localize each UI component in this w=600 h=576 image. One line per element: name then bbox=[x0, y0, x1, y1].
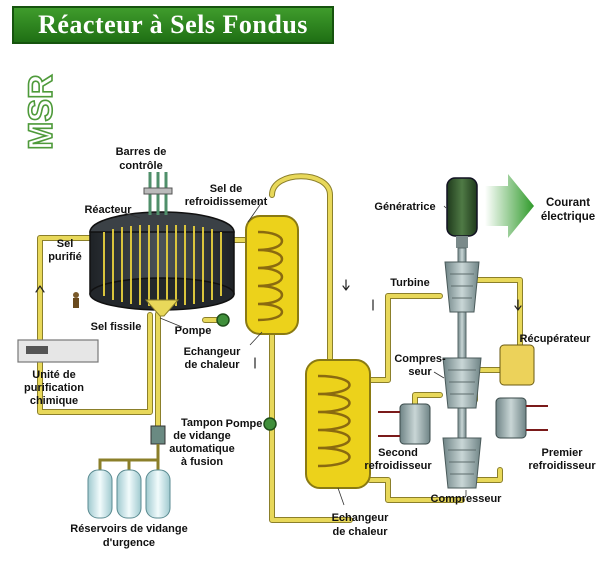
label-sel-purifie-2: purifié bbox=[48, 251, 82, 263]
label-compresseur-top-1: Compres- bbox=[394, 353, 446, 365]
page-title: Réacteur à Sels Fondus bbox=[12, 6, 334, 44]
label-pompe-1: Pompe bbox=[175, 325, 212, 337]
svg-text:de vidange: de vidange bbox=[173, 430, 230, 442]
label-echangeur-1a: Echangeur bbox=[184, 346, 242, 358]
svg-text:Récupérateur: Récupérateur bbox=[520, 333, 592, 345]
label-sel-purifie-1: Sel bbox=[57, 238, 74, 250]
drain-tanks bbox=[87, 444, 171, 519]
svg-text:chimique: chimique bbox=[30, 395, 78, 407]
label-unite-1: Unité de bbox=[32, 369, 75, 381]
svg-text:Compres-: Compres- bbox=[394, 353, 446, 365]
freeze-plug bbox=[150, 425, 166, 445]
reactor-vessel bbox=[89, 172, 235, 317]
svg-text:d'urgence: d'urgence bbox=[103, 537, 155, 549]
svg-text:Réacteur: Réacteur bbox=[84, 204, 132, 216]
svg-text:de chaleur: de chaleur bbox=[184, 359, 240, 371]
purification-unit bbox=[17, 339, 99, 363]
svg-text:Unité de: Unité de bbox=[32, 369, 75, 381]
svg-text:seur: seur bbox=[408, 366, 432, 378]
label-barres-2: contrôle bbox=[119, 160, 162, 172]
label-second-2: refroidisseur bbox=[364, 460, 432, 472]
pump-secondary-icon bbox=[263, 417, 277, 431]
svg-text:Tampon: Tampon bbox=[181, 417, 223, 429]
label-sel-refroid-2: refroidissement bbox=[185, 196, 268, 208]
label-courant-2: électrique bbox=[541, 211, 595, 223]
svg-text:Pompe: Pompe bbox=[175, 325, 212, 337]
label-pompe-2: Pompe bbox=[226, 418, 263, 430]
label-premier-2: refroidisseur bbox=[528, 460, 596, 472]
svg-text:Sel: Sel bbox=[57, 238, 74, 250]
svg-text:refroidissement: refroidissement bbox=[185, 196, 268, 208]
label-tampon-1: Tampon bbox=[181, 417, 223, 429]
svg-text:Pompe: Pompe bbox=[226, 418, 263, 430]
label-echangeur-1b: de chaleur bbox=[184, 359, 240, 371]
first-cooler bbox=[495, 397, 548, 439]
label-tampon-3: automatique bbox=[169, 443, 234, 455]
label-sel-refroid-1: Sel de bbox=[210, 183, 242, 195]
label-unite-3: chimique bbox=[30, 395, 78, 407]
label-reacteur: Réacteur bbox=[84, 204, 132, 216]
label-reservoirs-2: d'urgence bbox=[103, 537, 155, 549]
svg-text:automatique: automatique bbox=[169, 443, 234, 455]
svg-text:Barres de: Barres de bbox=[116, 146, 167, 158]
label-tampon-2: de vidange bbox=[173, 430, 230, 442]
svg-text:Compresseur: Compresseur bbox=[431, 493, 503, 505]
label-tampon-4: à fusion bbox=[181, 456, 223, 468]
label-generatrice: Génératrice bbox=[374, 201, 435, 213]
svg-text:refroidisseur: refroidisseur bbox=[364, 460, 432, 472]
worker-figure bbox=[73, 292, 79, 308]
second-cooler bbox=[378, 403, 431, 445]
svg-text:Réservoirs de vidange: Réservoirs de vidange bbox=[70, 523, 187, 535]
label-sel-fissile: Sel fissile bbox=[91, 321, 142, 333]
label-turbine: Turbine bbox=[390, 277, 430, 289]
svg-text:purifié: purifié bbox=[48, 251, 82, 263]
label-second-1: Second bbox=[378, 447, 418, 459]
svg-text:Echangeur: Echangeur bbox=[332, 512, 390, 524]
svg-text:à fusion: à fusion bbox=[181, 456, 223, 468]
current-arrow bbox=[485, 174, 534, 238]
svg-text:électrique: électrique bbox=[541, 211, 595, 223]
labels: Barres de contrôle Réacteur Sel de refro… bbox=[24, 146, 596, 549]
heat-exchanger-primary bbox=[245, 215, 299, 335]
svg-text:Turbine: Turbine bbox=[390, 277, 430, 289]
leader-lines bbox=[121, 201, 467, 506]
label-reservoirs-1: Réservoirs de vidange bbox=[70, 523, 187, 535]
label-recuperateur: Récupérateur bbox=[520, 333, 592, 345]
svg-text:Second: Second bbox=[378, 447, 418, 459]
label-courant-1: Courant bbox=[546, 197, 590, 209]
svg-text:Sel fissile: Sel fissile bbox=[91, 321, 142, 333]
pump-primary-icon bbox=[216, 313, 230, 327]
label-premier-1: Premier bbox=[542, 447, 584, 459]
svg-text:Echangeur: Echangeur bbox=[184, 346, 242, 358]
svg-text:Premier: Premier bbox=[542, 447, 584, 459]
svg-text:Sel de: Sel de bbox=[210, 183, 242, 195]
turbine-compressor-train bbox=[442, 247, 482, 489]
msr-side-mark: MSR bbox=[22, 74, 60, 150]
svg-text:de chaleur: de chaleur bbox=[332, 526, 388, 538]
recuperator bbox=[499, 344, 535, 386]
svg-text:Courant: Courant bbox=[546, 197, 590, 209]
label-unite-2: purification bbox=[24, 382, 84, 394]
label-echangeur-2b: de chaleur bbox=[332, 526, 388, 538]
label-compresseur-top-2: seur bbox=[408, 366, 432, 378]
label-barres-1: Barres de bbox=[116, 146, 167, 158]
generator bbox=[446, 177, 478, 248]
label-echangeur-2a: Echangeur bbox=[332, 512, 390, 524]
svg-text:refroidisseur: refroidisseur bbox=[528, 460, 596, 472]
svg-text:Génératrice: Génératrice bbox=[374, 201, 435, 213]
label-compresseur-bottom: Compresseur bbox=[431, 493, 503, 505]
svg-text:purification: purification bbox=[24, 382, 84, 394]
heat-exchanger-secondary bbox=[305, 359, 371, 489]
svg-text:contrôle: contrôle bbox=[119, 160, 162, 172]
